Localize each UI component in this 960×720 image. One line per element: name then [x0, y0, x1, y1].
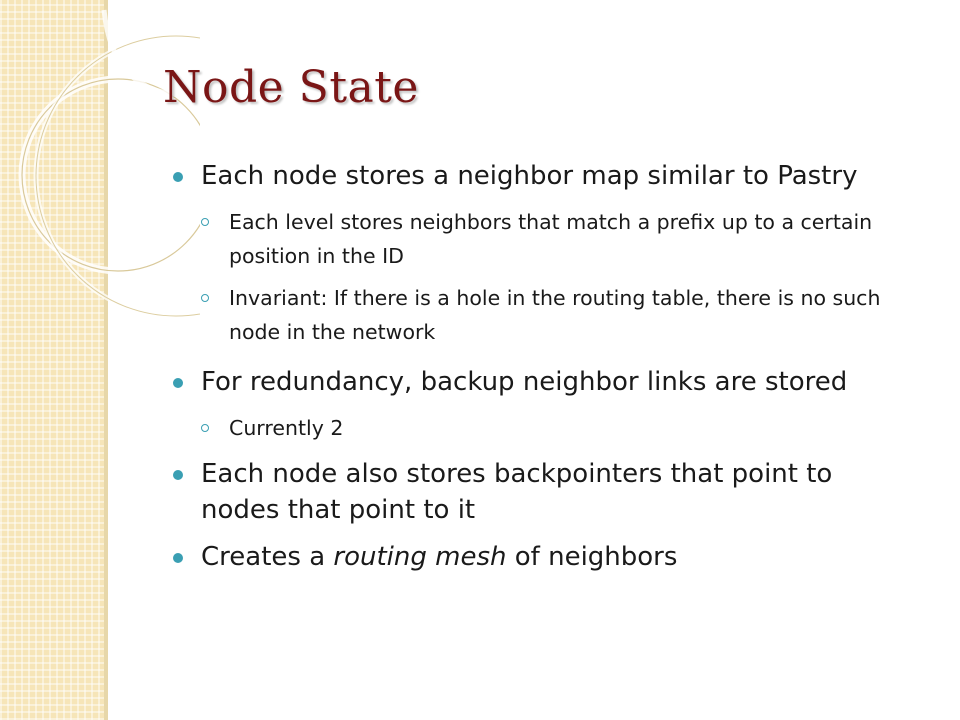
bullet-4-text-post: of neighbors	[506, 542, 678, 572]
sub-bullet-1-2: Invariant: If there is a hole in the rou…	[172, 281, 902, 349]
bullet-4: Creates a routing mesh of neighbors	[172, 539, 902, 575]
slide-content: Each node stores a neighbor map similar …	[172, 158, 902, 575]
band-edge-divider	[104, 0, 108, 720]
bullet-2: For redundancy, backup neighbor links ar…	[172, 364, 902, 400]
bullet-1: Each node stores a neighbor map similar …	[172, 158, 902, 194]
bullet-4-text-pre: Creates a	[201, 542, 334, 572]
bullet-4-emphasis: routing mesh	[333, 542, 507, 572]
bullet-3: Each node also stores backpointers that …	[172, 456, 902, 528]
decorative-left-band	[0, 0, 104, 720]
sub-bullet-2-1: Currently 2	[172, 411, 902, 445]
slide-title: Node State	[163, 62, 419, 113]
sub-bullet-1-1: Each level stores neighbors that match a…	[172, 205, 902, 273]
